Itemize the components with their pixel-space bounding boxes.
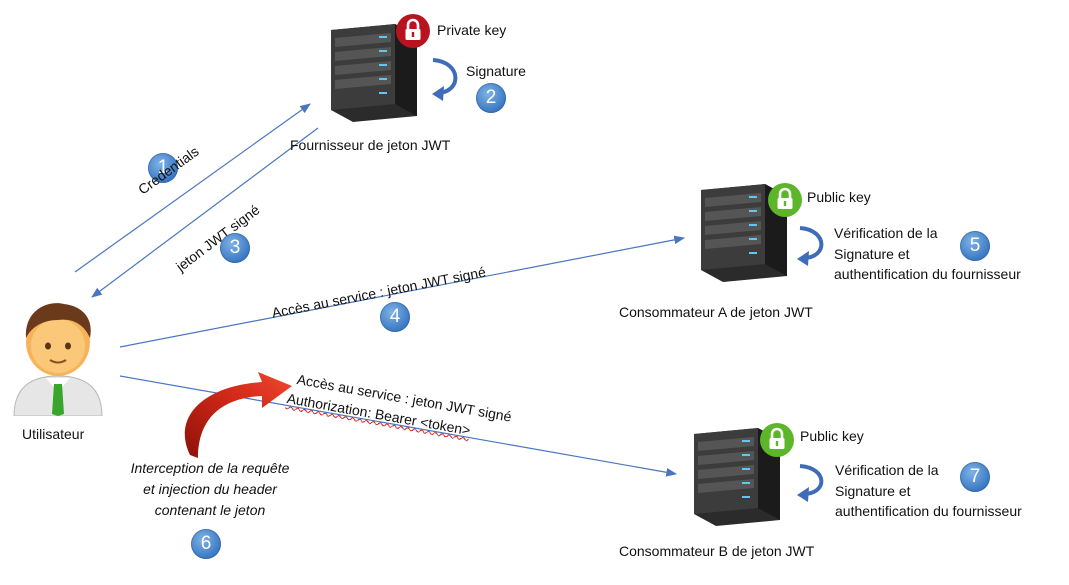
step-3-badge: 3 (220, 233, 250, 263)
public-key-a-label: Public key (807, 189, 871, 205)
verification-b-line-3: authentification du fournisseur (835, 503, 1022, 519)
consumer-b-server-icon (694, 428, 780, 526)
signed-token-arrow (91, 127, 319, 298)
credentials-arrow (74, 103, 311, 273)
verification-a-line-1: Vérification de la (834, 225, 938, 241)
signature-label: Signature (466, 63, 526, 79)
public-key-b-lock-icon (760, 423, 794, 457)
consumer-b-name: Consommateur B de jeton JWT (619, 543, 815, 559)
interception-line-1: Interception de la requête (130, 460, 290, 476)
public-key-a-lock-icon (768, 183, 802, 217)
step-2-badge: 2 (476, 83, 506, 113)
verify-b-rotate-arrow (799, 464, 824, 496)
verification-b-line-2: Signature et (835, 483, 911, 499)
step-5-badge: 5 (960, 231, 990, 261)
access-a-arrow (119, 235, 686, 348)
verify-a-rotate-arrow (799, 226, 824, 260)
verification-a-line-3: authentification du fournisseur (834, 266, 1021, 282)
signature-rotate-arrow (432, 58, 458, 95)
access-b-arrow (119, 375, 678, 477)
private-key-label: Private key (437, 22, 507, 38)
consumer-a-server-icon (701, 184, 787, 282)
verification-b-line-1: Vérification de la (835, 462, 939, 478)
provider-name: Fournisseur de jeton JWT (290, 137, 451, 153)
interception-arrow (184, 372, 292, 458)
interception-line-3: contenant le jeton (154, 502, 266, 518)
step-1-badge: 1 (148, 153, 178, 183)
provider-server-icon (331, 24, 417, 122)
consumer-a-name: Consommateur A de jeton JWT (619, 304, 813, 320)
step-7-badge: 7 (960, 462, 990, 492)
user-name: Utilisateur (22, 426, 85, 442)
public-key-b-label: Public key (800, 428, 864, 444)
step-4-badge: 4 (380, 302, 410, 332)
verification-a-line-2: Signature et (834, 246, 910, 262)
interception-line-2: et injection du header (143, 481, 277, 497)
step-6-badge: 6 (191, 529, 221, 559)
private-key-lock-icon (396, 14, 430, 48)
user-avatar-icon (13, 303, 103, 416)
